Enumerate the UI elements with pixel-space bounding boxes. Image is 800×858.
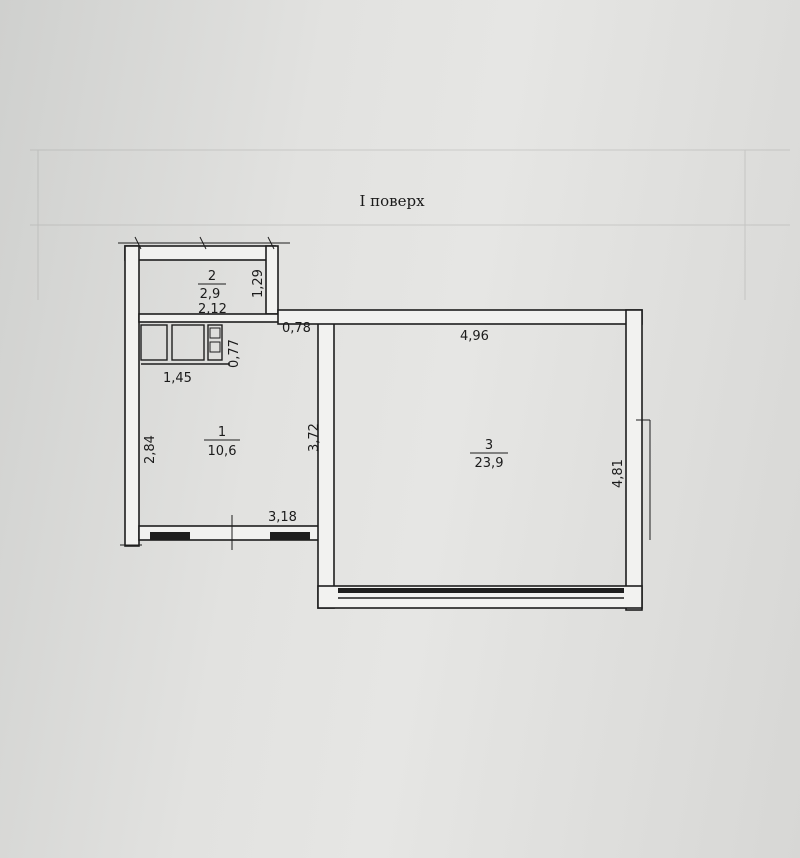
top-ticks: [118, 236, 290, 250]
dim-room1-inner: 3,72: [307, 423, 322, 452]
dim-room3-width: 4,96: [460, 329, 489, 344]
dim-step-offset: 0,78: [282, 321, 311, 336]
room-1-label: 1 10,6: [204, 425, 240, 459]
bathroom-fixtures: [140, 324, 230, 365]
dim-bath-depth: 0,77: [227, 339, 242, 368]
room-2-walls: [124, 245, 340, 547]
room-3-walls: [277, 309, 651, 611]
svg-text:1: 1: [218, 425, 226, 440]
room-2-label: 2 2,9: [198, 269, 226, 302]
svg-text:3: 3: [485, 438, 493, 453]
background-table: [30, 149, 790, 300]
dim-room3-depth: 4,81: [611, 459, 626, 488]
svg-text:2: 2: [208, 269, 216, 284]
svg-text:2,9: 2,9: [200, 287, 221, 302]
dim-room1-width: 3,18: [268, 510, 297, 525]
floor-title: I поверх: [359, 192, 425, 210]
dim-room2-depth: 1,29: [251, 269, 266, 298]
svg-text:23,9: 23,9: [475, 456, 504, 471]
room-3-label: 3 23,9: [470, 438, 508, 471]
dim-room1-height: 2,84: [143, 435, 158, 464]
dim-room2-width: 2,12: [198, 302, 227, 317]
dim-bath-width: 1,45: [163, 371, 192, 386]
svg-text:10,6: 10,6: [208, 444, 237, 459]
